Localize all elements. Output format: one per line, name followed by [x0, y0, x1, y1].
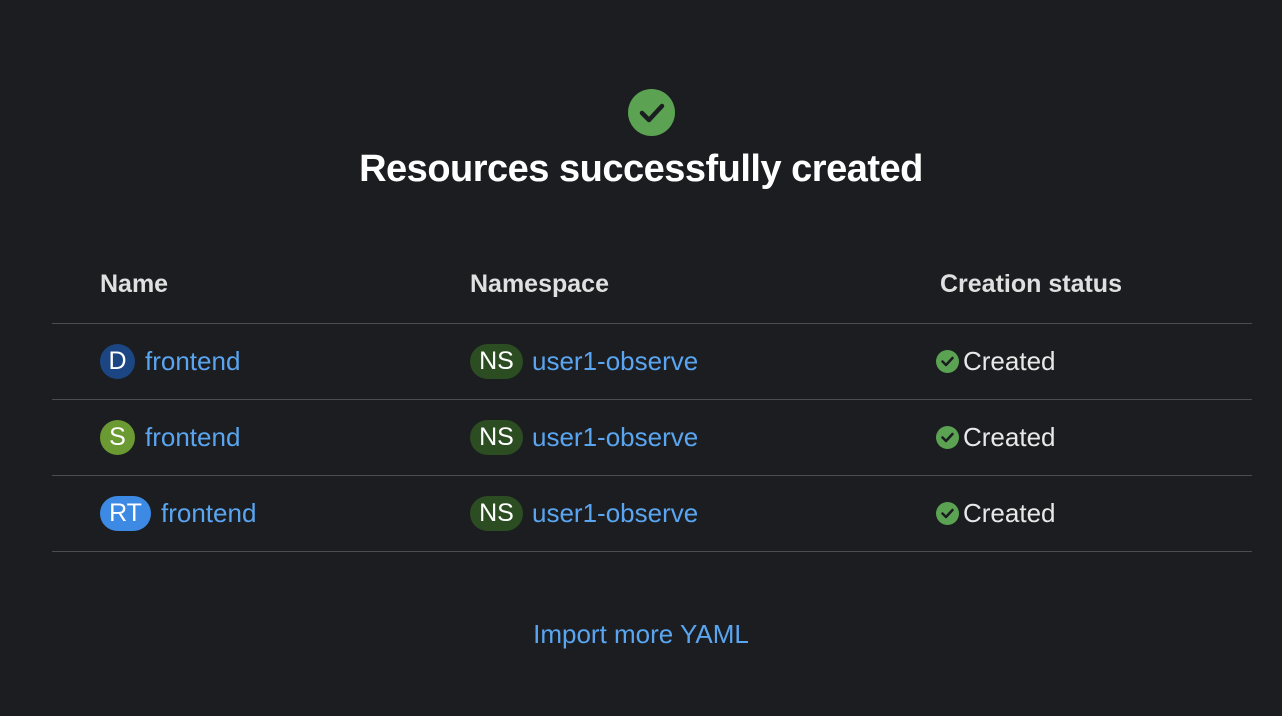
status-cell: Created — [936, 476, 1056, 551]
resources-table: Name Namespace Creation status D fronten… — [52, 250, 1252, 552]
namespace-kind-badge: NS — [470, 344, 523, 379]
check-circle-icon — [936, 350, 959, 373]
service-kind-badge: S — [100, 420, 135, 455]
namespace-kind-badge: NS — [470, 420, 523, 455]
namespace-cell: NS user1-observe — [470, 400, 698, 475]
namespace-link[interactable]: user1-observe — [532, 498, 699, 528]
status-cell: Created — [936, 400, 1056, 475]
namespace-link[interactable]: user1-observe — [532, 346, 699, 376]
import-more-yaml-link[interactable]: Import more YAML — [533, 619, 749, 649]
check-circle-icon — [936, 426, 959, 449]
resource-name-link[interactable]: frontend — [161, 498, 257, 528]
namespace-cell: NS user1-observe — [470, 324, 698, 399]
route-kind-badge: RT — [100, 496, 151, 531]
table-header: Name Namespace Creation status — [52, 250, 1252, 324]
namespace-kind-badge: NS — [470, 496, 523, 531]
import-more-yaml-container: Import more YAML — [0, 619, 1282, 650]
column-header-name: Name — [100, 270, 169, 298]
table-row: D frontend NS user1-observe Created — [52, 324, 1252, 400]
status-cell: Created — [936, 324, 1056, 399]
resource-name-link[interactable]: frontend — [145, 422, 241, 452]
deployment-kind-badge: D — [100, 344, 135, 379]
table-row: S frontend NS user1-observe Created — [52, 400, 1252, 476]
column-header-creation-status: Creation status — [940, 270, 1122, 298]
column-header-namespace: Namespace — [470, 270, 609, 298]
page-title: Resources successfully created — [359, 148, 923, 190]
status-text: Created — [963, 422, 1056, 452]
namespace-link[interactable]: user1-observe — [532, 422, 699, 452]
name-cell: RT frontend — [100, 476, 256, 551]
name-cell: S frontend — [100, 400, 240, 475]
status-text: Created — [963, 346, 1056, 376]
table-row: RT frontend NS user1-observe Created — [52, 476, 1252, 552]
resource-name-link[interactable]: frontend — [145, 346, 241, 376]
namespace-cell: NS user1-observe — [470, 476, 698, 551]
check-circle-icon — [936, 502, 959, 525]
check-circle-icon — [628, 89, 675, 136]
name-cell: D frontend — [100, 324, 240, 399]
status-text: Created — [963, 498, 1056, 528]
